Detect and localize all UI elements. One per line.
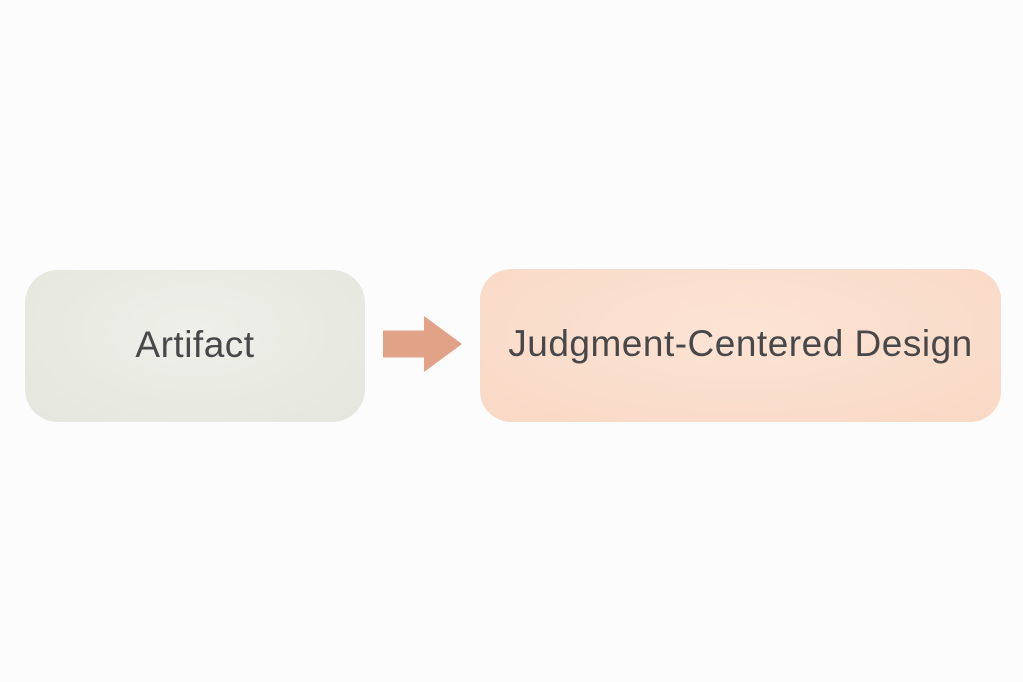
node-artifact-label: Artifact <box>135 323 255 365</box>
node-judgment-centered-design: Judgment-Centered Design <box>480 269 1001 422</box>
node-artifact: Artifact <box>25 270 365 422</box>
right-arrow-icon <box>383 316 462 372</box>
node-judgment-centered-design-label: Judgment-Centered Design <box>508 323 973 364</box>
right-arrow-shape <box>383 316 462 372</box>
